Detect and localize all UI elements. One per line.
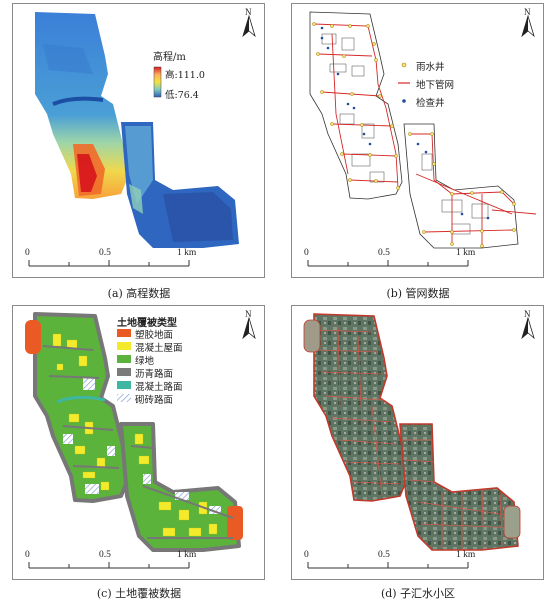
land-cover-legend-title: 土地覆被类型 <box>117 318 177 329</box>
north-arrow-icon <box>242 316 256 340</box>
manholes <box>320 26 490 220</box>
running-track-south <box>503 505 521 539</box>
south-campus-outline <box>403 123 519 249</box>
scale-bar <box>28 260 190 267</box>
north-arrow-icon <box>521 316 535 340</box>
legend-asphalt: 沥青路面 <box>135 369 174 380</box>
rain-well-legend-icon <box>401 62 407 68</box>
running-track-north <box>25 320 41 354</box>
scale-label-1km: 1 km <box>456 550 476 560</box>
swatch-concrete-roof <box>117 342 131 350</box>
catchment-boundaries <box>315 325 517 551</box>
north-campus-outline <box>309 11 403 200</box>
running-track-south <box>227 506 243 540</box>
running-track-north <box>303 319 321 353</box>
scale-label-1km: 1 km <box>456 248 476 258</box>
swatch-green <box>117 355 131 363</box>
scale-bar <box>307 260 469 267</box>
land-cover-legend-swatches <box>117 329 131 402</box>
scale-bar <box>307 562 469 569</box>
panel-land-cover: 土地覆被类型 塑胶地面 混凝土屋面 绿地 沥青路面 混凝土路面 砌砖路面 N 0… <box>12 305 265 580</box>
south-campus-imagery <box>399 423 519 551</box>
legend-concrete-road: 混凝土路面 <box>135 382 183 393</box>
caption-d: (d) 子汇水小区 <box>380 587 456 600</box>
legend-plastic: 塑胶地面 <box>135 330 174 341</box>
elevation-legend-low: 低:76.4 <box>165 90 199 101</box>
caption-c: (c) 土地覆被数据 <box>96 587 182 600</box>
legend-brick: 砌砖路面 <box>135 395 174 406</box>
elevation-color-ramp <box>153 66 162 98</box>
elevation-legend-high: 高:111.0 <box>165 70 205 81</box>
elevation-map <box>28 12 256 267</box>
scale-label-0: 0 <box>25 248 30 258</box>
swatch-plastic <box>117 329 131 337</box>
elevation-legend-title: 高程/m <box>153 52 186 63</box>
panel-elevation: 高程/m 高:111.0 低:76.4 N 0 0.5 1 km <box>12 3 265 278</box>
scale-label-half: 0.5 <box>99 248 111 258</box>
north-arrow-icon <box>521 14 535 38</box>
swatch-concrete-road <box>117 381 131 389</box>
rain-wells <box>312 22 516 248</box>
pipe-network-lines <box>313 23 537 246</box>
catchment-map <box>303 313 535 569</box>
swatch-brick <box>117 394 131 402</box>
north-campus-land-cover <box>33 312 128 503</box>
scale-label-half: 0.5 <box>378 550 390 560</box>
legend-concrete-roof: 混凝土屋面 <box>135 343 183 354</box>
swatch-asphalt <box>117 368 131 376</box>
panel-pipe-network: 雨水井 地下管网 检查井 N 0 0.5 1 km <box>291 3 544 278</box>
scale-label-half: 0.5 <box>378 248 390 258</box>
manhole-legend-icon <box>402 99 406 103</box>
legend-pipe: 地下管网 <box>416 80 455 91</box>
pipe-network-map <box>307 11 537 267</box>
north-label: N <box>245 7 252 17</box>
caption-a: (a) 高程数据 <box>107 287 171 300</box>
north-campus-imagery <box>313 313 406 502</box>
north-label: N <box>245 309 252 319</box>
caption-b: (b) 管网数据 <box>386 287 450 300</box>
land-cover-map <box>25 312 256 569</box>
legend-green: 绿地 <box>135 356 155 367</box>
scale-label-1km: 1 km <box>177 550 197 560</box>
legend-rain-well: 雨水井 <box>416 62 445 73</box>
scale-label-half: 0.5 <box>99 550 111 560</box>
scale-label-1km: 1 km <box>177 248 197 258</box>
pipe-legend-symbols <box>398 62 410 103</box>
north-label: N <box>524 309 531 319</box>
north-label: N <box>524 7 531 17</box>
scale-label-0: 0 <box>25 550 30 560</box>
scale-label-0: 0 <box>304 550 309 560</box>
north-arrow-icon <box>242 14 256 38</box>
panel-catchments: N 0 0.5 1 km <box>291 305 544 580</box>
legend-manhole: 检查井 <box>416 98 445 109</box>
scale-bar <box>28 562 190 569</box>
scale-label-0: 0 <box>304 248 309 258</box>
